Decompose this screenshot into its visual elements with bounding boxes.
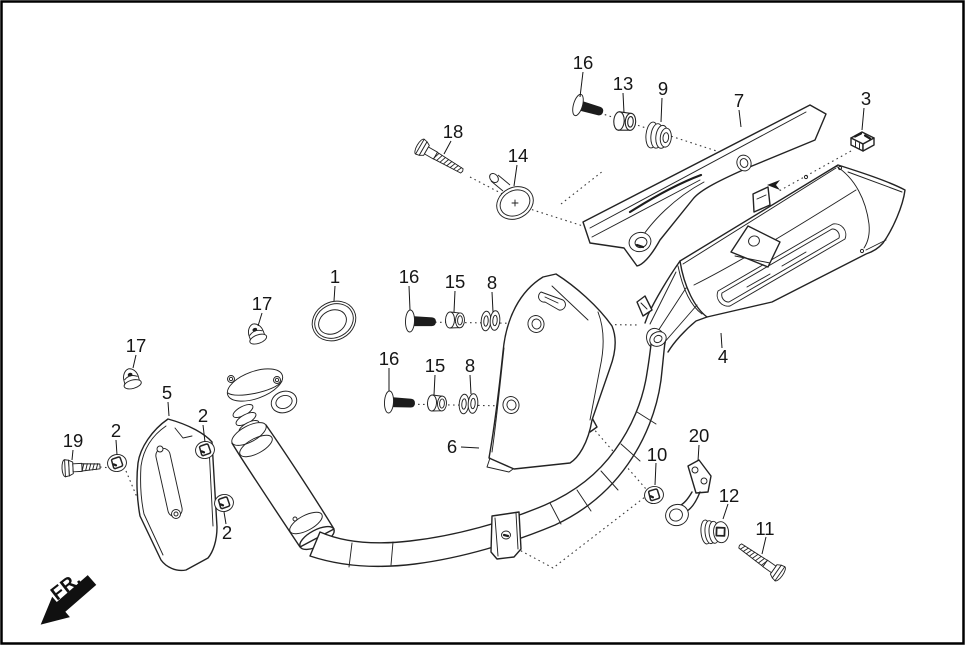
callout-label-5: 5 [162, 382, 172, 403]
flange-bolt [61, 457, 101, 478]
rubber-damper [700, 519, 730, 545]
button-bolt [383, 390, 417, 415]
callout-label-17: 17 [126, 335, 147, 356]
spacer-collar [444, 311, 466, 329]
callout-label-7: 7 [734, 90, 744, 111]
callout-label-1: 1 [330, 266, 340, 287]
button-bolt [570, 92, 607, 124]
callout-label-11: 11 [755, 518, 774, 539]
flange-bolt [412, 137, 468, 180]
callout-leader-lines [71, 71, 865, 555]
callout-label-6: 6 [447, 436, 457, 457]
callout-label-10: 10 [647, 444, 668, 465]
washer [489, 309, 501, 332]
rubber-grommet [644, 120, 674, 151]
callout-label-4: 4 [718, 346, 728, 367]
muffler-top-tab [752, 186, 771, 213]
front-direction-indicator: FR. [40, 569, 97, 625]
callout-label-8: 8 [487, 272, 497, 293]
callout-label-2: 2 [222, 522, 232, 543]
flange-nut [641, 483, 667, 507]
callout-label-9: 9 [658, 78, 668, 99]
clip-nut [850, 131, 875, 152]
callout-label-12: 12 [719, 485, 740, 506]
pipe-heat-shield-middle [486, 273, 616, 473]
flange-bolt [734, 537, 788, 583]
callout-label-2: 2 [198, 405, 208, 426]
muffler-mount-gusset [730, 225, 781, 268]
rubber-cap [243, 320, 269, 347]
muffler-body [636, 164, 906, 353]
callout-label-14: 14 [508, 145, 529, 166]
spacer-collar [426, 394, 448, 413]
callout-label-15: 15 [445, 271, 466, 292]
front-direction-arrow-icon [40, 575, 97, 625]
callout-label-13: 13 [613, 73, 634, 94]
callout-label-8: 8 [465, 355, 475, 376]
shoulder-washer [489, 173, 534, 220]
callout-label-2: 2 [111, 420, 121, 441]
callout-label-16: 16 [379, 348, 400, 369]
washer [467, 392, 479, 415]
flange-nut [104, 451, 130, 475]
callout-label-19: 19 [63, 430, 84, 451]
callout-label-15: 15 [425, 355, 446, 376]
exhaust-front-pipe [226, 331, 667, 568]
callout-label-16: 16 [573, 52, 594, 73]
callout-label-17: 17 [252, 293, 273, 314]
exhaust-gasket [311, 300, 357, 342]
callout-labels: 1 2 2 2 3 4 5 6 7 8 8 9 10 11 12 13 14 1… [63, 52, 871, 543]
rubber-cap [119, 366, 143, 392]
callout-label-3: 3 [861, 88, 871, 109]
callout-label-20: 20 [689, 425, 710, 446]
callout-label-16: 16 [399, 266, 420, 287]
hanger-bracket [665, 459, 712, 527]
button-bolt [404, 309, 437, 334]
front-pipe-heat-shield [136, 418, 218, 572]
callout-label-18: 18 [443, 121, 464, 142]
hardware-parts [61, 92, 875, 583]
insert-direction-arrow-icon [767, 180, 780, 190]
muffler-heat-shield-upper [582, 104, 827, 267]
